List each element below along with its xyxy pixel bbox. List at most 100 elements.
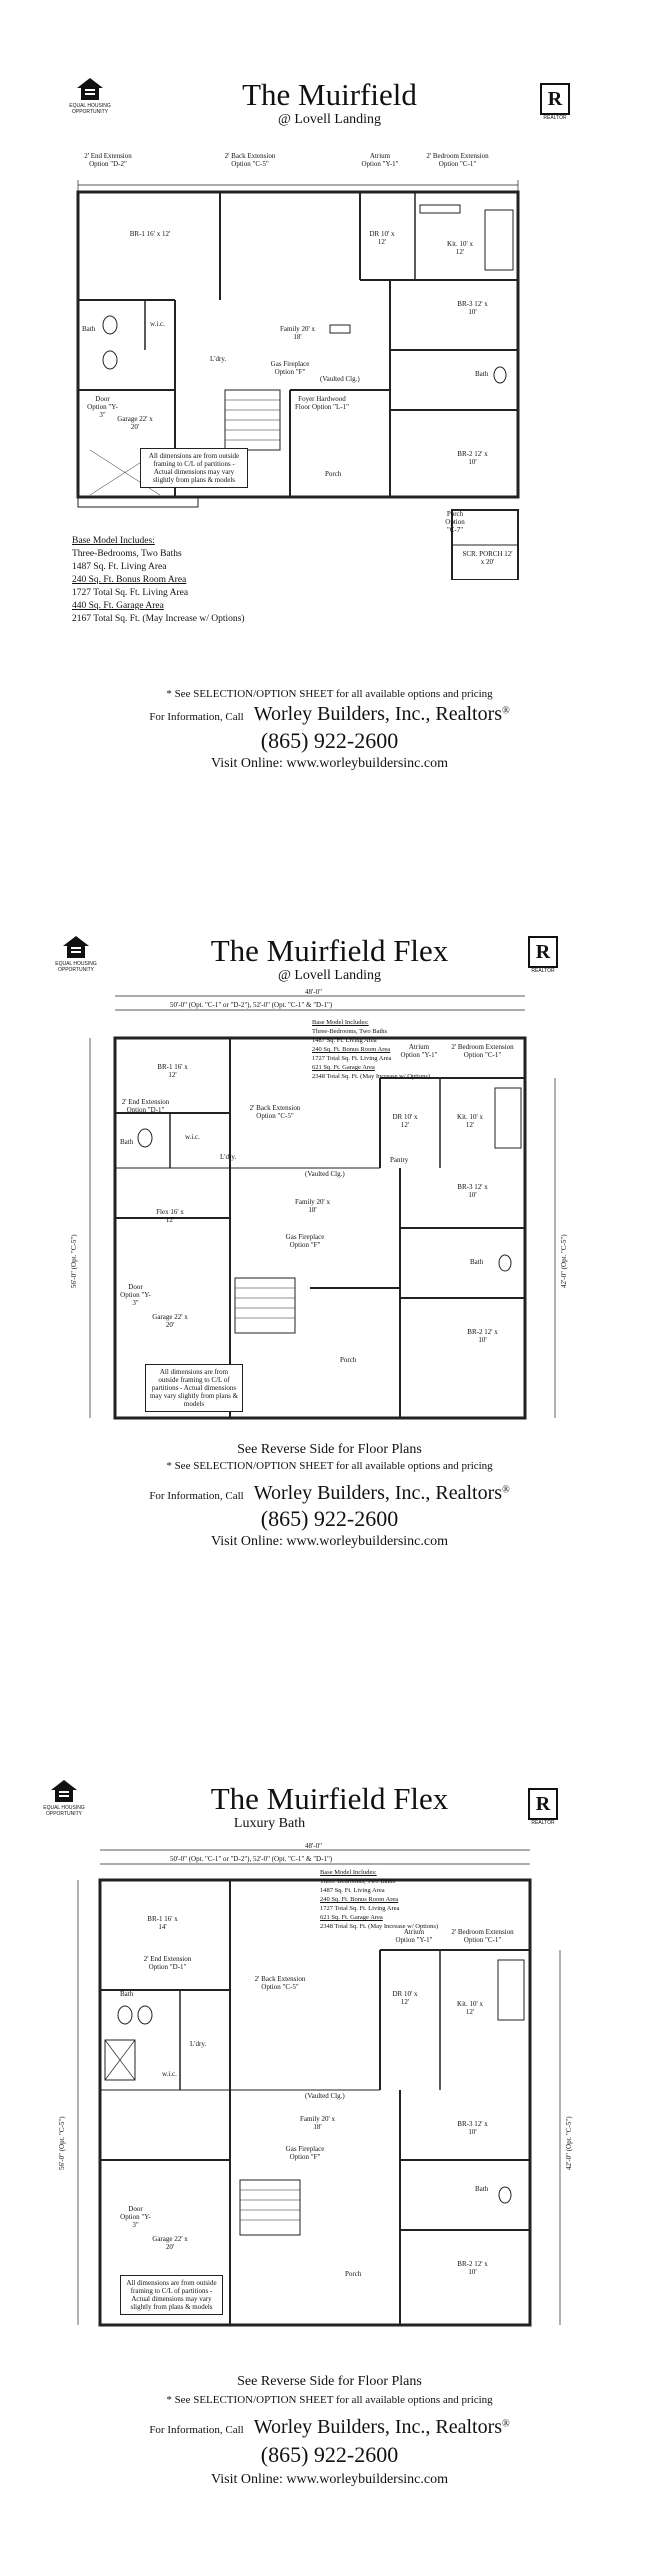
room-laundry: L'dry.: [210, 355, 227, 363]
eho-label: EQUAL HOUSING OPPORTUNITY: [43, 1805, 85, 1817]
option-door: Door Option "Y-3": [120, 1283, 151, 1307]
base-line: Three-Bedrooms, Two Baths: [320, 1878, 396, 1885]
company-name: Worley Builders, Inc., Realtors: [253, 1482, 503, 1504]
eho-label: EQUAL HOUSING OPPORTUNITY: [69, 103, 111, 115]
option-back-extension: 2' Back Extension Option "C-5": [249, 1104, 301, 1120]
website: Visit Online: www.worleybuildersinc.com: [211, 2472, 448, 2487]
phone-number: (865) 922-2600: [260, 2442, 399, 2467]
floor-plan-drawing: [77, 1849, 561, 2327]
room-flex: Flex 16' x 12': [156, 1208, 184, 1224]
floor-plan: 2' End Extension Option "D-2" 2' Back Ex…: [60, 150, 550, 580]
option-door: Door Option "Y-3": [120, 2205, 151, 2229]
realtor-label: REALTOR: [531, 1820, 555, 1826]
base-line: 240 Sq. Ft. Bonus Room Area: [312, 1046, 391, 1053]
room-kitchen: Kit. 10' x 12': [457, 1113, 483, 1129]
dim-left: 56'-0" (Opt. "C-5"): [58, 2116, 66, 2170]
base-line: 2348 Total Sq. Ft. (May Increase w/ Opti…: [320, 1923, 439, 1930]
room-dr: DR 10' x 12': [392, 1990, 418, 2006]
room-kitchen: Kit. 10' x 12': [457, 2000, 483, 2016]
base-line: 2167 Total Sq. Ft. (May Increase w/ Opti…: [72, 614, 245, 624]
phone-number: (865) 922-2600: [260, 728, 399, 753]
phone-number: (865) 922-2600: [260, 1506, 399, 1531]
base-line: 621 Sq. Ft. Garage Area: [312, 1064, 375, 1071]
room-br1: BR-1 16' x 14': [147, 1915, 178, 1931]
equal-housing-logo: EQUAL HOUSING OPPORTUNITY: [52, 934, 100, 973]
floor-plan-drawing: [89, 995, 556, 1420]
option-bedroom-extension: 2' Bedroom Extension Option "C-1": [451, 1043, 514, 1059]
registered-mark: ®: [502, 2418, 510, 2430]
room-br3: BR-3 12' x 10': [457, 2120, 488, 2136]
equal-housing-logo: EQUAL HOUSING OPPORTUNITY: [40, 1778, 88, 1817]
option-door: Door Option "Y-3": [87, 395, 118, 419]
dimension-note: All dimensions are from outside framing …: [120, 2275, 223, 2315]
room-bath-2: Bath: [470, 1258, 484, 1266]
base-line: 240 Sq. Ft. Bonus Room Area: [72, 575, 187, 585]
page-subtitle: @ Lovell Landing: [277, 968, 382, 983]
room-bath: Bath: [120, 1990, 134, 1998]
floor-plan: 48'-0" 50'-0" (Opt. "C-1" or "D-2"), 52'…: [50, 1840, 610, 2340]
option-fireplace: Gas Fireplace Option "F": [270, 360, 310, 376]
sheet-muirfield: EQUAL HOUSING OPPORTUNITY The Muirfield …: [0, 0, 659, 800]
base-line: 2348 Total Sq. Ft. (May Increase w/ Opti…: [312, 1073, 431, 1080]
base-model-heading: Base Model Includes:: [312, 1019, 369, 1026]
base-model-box: Base Model Includes: Three-Bedrooms, Two…: [312, 1018, 430, 1081]
base-line: 1727 Total Sq. Ft. Living Area: [320, 1905, 400, 1912]
realtor-logo: R REALTOR: [528, 1788, 558, 1826]
room-laundry: L'dry.: [190, 2040, 207, 2048]
vaulted-ceiling: (Vaulted Clg.): [320, 375, 360, 383]
base-line: 1727 Total Sq. Ft. Living Area: [312, 1055, 392, 1062]
registered-mark: ®: [502, 705, 510, 717]
dim-left: 56'-0" (Opt. "C-5"): [70, 1234, 78, 1288]
room-pantry: Pantry: [390, 1156, 409, 1164]
room-wic: w.i.c.: [162, 2070, 177, 2078]
base-line: 240 Sq. Ft. Bonus Room Area: [320, 1896, 399, 1903]
option-fireplace: Gas Fireplace Option "F": [285, 1233, 325, 1249]
selection-note: * See SELECTION/OPTION SHEET for all ava…: [166, 1460, 493, 1472]
room-bath: Bath: [82, 325, 96, 333]
contact-line: For Information, Call Worley Builders, I…: [0, 1482, 659, 1505]
dim-width: 48'-0": [305, 1842, 322, 1850]
see-reverse: See Reverse Side for Floor Plans: [237, 1442, 422, 1457]
dim-width: 48'-0": [305, 988, 322, 996]
room-screen-porch: SCR. PORCH 12' x 20': [462, 550, 513, 566]
room-garage: Garage 22' x 20': [117, 415, 153, 431]
base-line: Three-Bedrooms, Two Baths: [312, 1028, 388, 1035]
room-br2: BR-2 12' x 10': [457, 2260, 488, 2276]
base-line: 1487 Sq. Ft. Living Area: [320, 1887, 385, 1894]
room-br3: BR-3 12' x 10': [457, 300, 488, 316]
realtor-logo: R REALTOR: [528, 936, 558, 974]
realtor-label: REALTOR: [543, 115, 567, 121]
realtor-logo: R REALTOR: [540, 83, 570, 121]
option-end-extension: 2' End Extension Option "D-1": [121, 1098, 170, 1114]
room-family: Family 20' x 18': [299, 2115, 336, 2131]
info-prefix: For Information, Call: [149, 1490, 244, 1502]
dim-extensions: 50'-0" (Opt. "C-1" or "D-2"), 52'-0" (Op…: [170, 1001, 333, 1009]
vaulted-ceiling: (Vaulted Clg.): [305, 2092, 345, 2100]
realtor-label: REALTOR: [531, 968, 555, 974]
website: Visit Online: www.worleybuildersinc.com: [211, 756, 448, 771]
dim-extensions: 50'-0" (Opt. "C-1" or "D-2"), 52'-0" (Op…: [170, 1855, 333, 1863]
base-line: 621 Sq. Ft. Garage Area: [320, 1914, 383, 1921]
realtor-r-icon: R: [528, 1788, 558, 1820]
see-reverse: See Reverse Side for Floor Plans: [237, 2374, 422, 2389]
dim-right: 42'-0" (Opt. "C-5"): [565, 2116, 573, 2170]
room-kitchen: Kit. 10' x 12': [447, 240, 473, 256]
option-bedroom-extension: 2' Bedroom Extension Option "C-1": [451, 1928, 514, 1944]
room-br1: BR-1 16' x 12': [129, 230, 171, 238]
option-hardwood: Foyer Hardwood Floor Option "L-1": [295, 395, 349, 411]
room-laundry: L'dry.: [220, 1153, 237, 1161]
option-porch: Porch Option "C-7": [445, 510, 465, 534]
dim-right: 42'-0" (Opt. "C-5"): [560, 1234, 568, 1288]
option-fireplace: Gas Fireplace Option "F": [285, 2145, 325, 2161]
option-bedroom-extension: 2' Bedroom Extension Option "C-1": [426, 152, 489, 168]
room-family: Family 20' x 18': [294, 1198, 331, 1214]
room-wic: w.i.c.: [150, 320, 165, 328]
option-back-extension: 2' Back Extension Option "C-5": [254, 1975, 306, 1991]
room-dr: DR 10' x 12': [392, 1113, 418, 1129]
page-subtitle: @ Lovell Landing: [277, 112, 382, 127]
selection-note: * See SELECTION/OPTION SHEET for all ava…: [166, 2394, 493, 2406]
room-wic: w.i.c.: [185, 1133, 200, 1141]
company-name: Worley Builders, Inc., Realtors: [253, 703, 503, 725]
realtor-r-icon: R: [540, 83, 570, 115]
base-line: 440 Sq. Ft. Garage Area: [72, 601, 164, 611]
